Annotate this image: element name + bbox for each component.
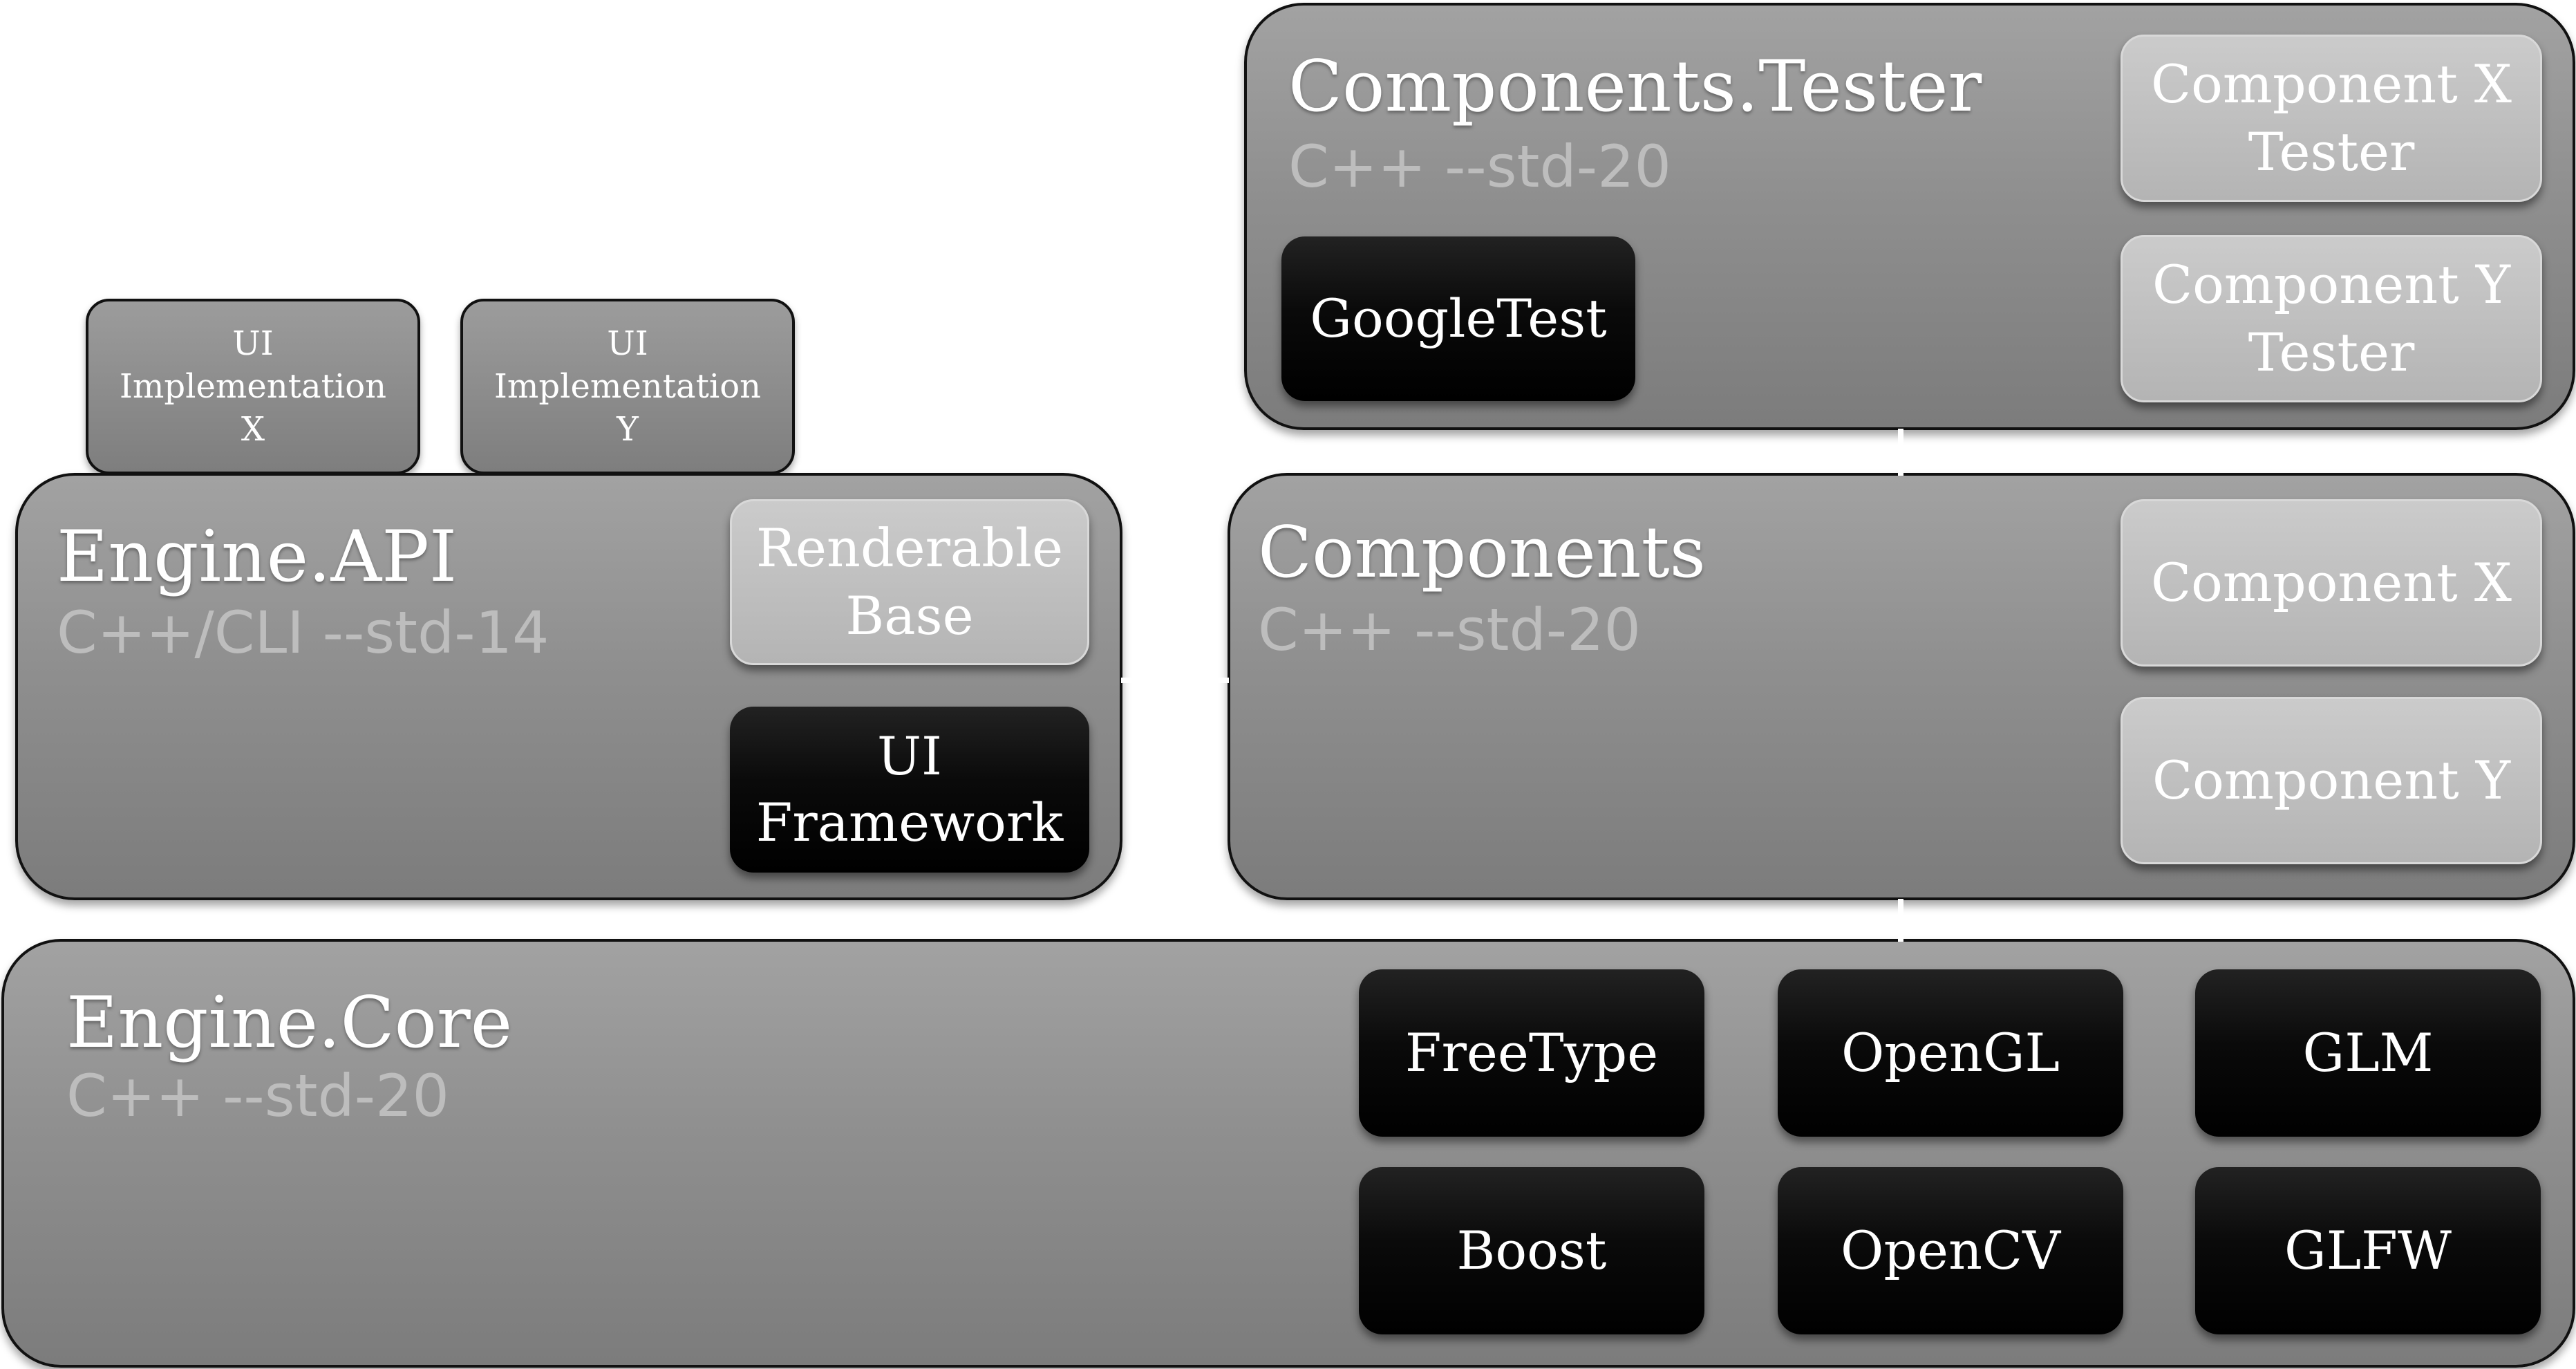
connector-tester-components xyxy=(1898,429,1903,476)
opengl-label: OpenGL xyxy=(1841,1022,2060,1083)
glm-box: GLM xyxy=(2195,969,2541,1137)
connector-components-core xyxy=(1898,899,1903,942)
renderable-base-label: Renderable Base xyxy=(755,517,1064,646)
freetype-box: FreeType xyxy=(1359,969,1704,1137)
renderable-base-box: Renderable Base xyxy=(730,499,1089,665)
component-y-tester-box: Component Y Tester xyxy=(2121,235,2542,402)
opencv-box: OpenCV xyxy=(1778,1167,2123,1334)
opencv-label: OpenCV xyxy=(1841,1220,2060,1281)
googletest-label: GoogleTest xyxy=(1310,288,1607,349)
connector-api-components xyxy=(1121,678,1229,683)
engine-api-subtitle: C++/CLI --std-14 xyxy=(57,599,549,667)
boost-box: Boost xyxy=(1359,1167,1704,1334)
engine-core-subtitle: C++ --std-20 xyxy=(66,1062,449,1130)
components-subtitle: C++ --std-20 xyxy=(1258,596,1641,664)
engine-api-title: Engine.API xyxy=(57,516,458,598)
freetype-label: FreeType xyxy=(1404,1022,1659,1083)
ui-implementation-x-card: UI Implementation X xyxy=(86,299,420,474)
component-x-tester-label: Component X Tester xyxy=(2150,53,2512,183)
engine-core-title: Engine.Core xyxy=(66,982,513,1064)
engine-api-layer: Engine.API C++/CLI --std-14 Renderable B… xyxy=(15,473,1122,900)
engine-core-layer: Engine.Core C++ --std-20 FreeType OpenGL… xyxy=(1,939,2575,1368)
ui-framework-label: UI Framework xyxy=(755,725,1064,853)
components-title: Components xyxy=(1258,512,1706,594)
component-y-box: Component Y xyxy=(2121,697,2542,864)
component-y-label: Component Y xyxy=(2152,749,2511,811)
boost-label: Boost xyxy=(1456,1220,1607,1281)
opengl-box: OpenGL xyxy=(1778,969,2123,1137)
glm-label: GLM xyxy=(2302,1022,2434,1083)
googletest-box: GoogleTest xyxy=(1281,236,1635,401)
component-x-box: Component X xyxy=(2121,499,2542,667)
component-x-label: Component X xyxy=(2150,552,2512,613)
ui-implementation-y-card: UI Implementation Y xyxy=(460,299,795,474)
components-tester-layer: Components.Tester C++ --std-20 GoogleTes… xyxy=(1244,3,2575,430)
ui-framework-box: UI Framework xyxy=(730,707,1089,873)
ui-implementation-y-label: UI Implementation Y xyxy=(493,324,762,449)
components-layer: Components C++ --std-20 Component X Comp… xyxy=(1228,473,2575,900)
ui-implementation-x-label: UI Implementation X xyxy=(119,324,387,449)
glfw-box: GLFW xyxy=(2195,1167,2541,1334)
glfw-label: GLFW xyxy=(2284,1220,2452,1281)
component-y-tester-label: Component Y Tester xyxy=(2152,254,2511,383)
components-tester-subtitle: C++ --std-20 xyxy=(1288,133,1671,201)
component-x-tester-box: Component X Tester xyxy=(2121,35,2542,202)
components-tester-title: Components.Tester xyxy=(1288,46,1982,128)
